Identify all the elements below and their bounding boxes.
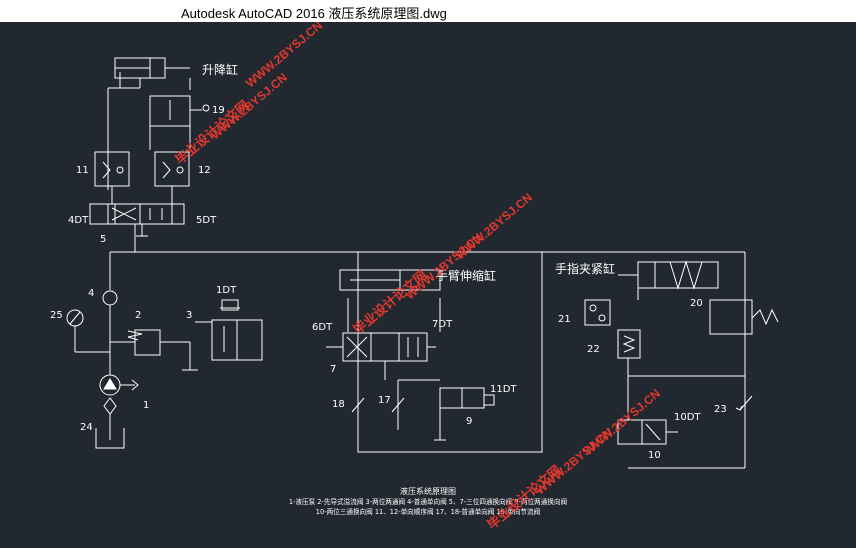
label-20: 20 [690,298,703,309]
check-valve-4 [102,290,118,375]
label-6dt: 6DT [312,322,333,333]
arm-circuit-frame [357,251,543,453]
label-10dt: 10DT [674,412,701,423]
finger-cylinder-symbol [618,260,719,300]
valve-20 [709,299,779,335]
label-11: 11 [76,165,89,176]
throttle-23 [735,395,753,411]
valve-3 [195,299,263,361]
label-24: 24 [80,422,93,433]
label-25: 25 [50,310,63,321]
pump-1 [95,374,139,449]
label-7: 7 [330,364,336,375]
label-17: 17 [378,395,391,406]
label-23: 23 [714,404,727,415]
legend-line-1: 1-液压泵 2-先导式溢流阀 3-两位两通阀 4-普通单向阀 5、7-三位四通换… [289,497,567,506]
check-valve-17 [391,380,405,430]
label-12: 12 [198,165,211,176]
arm-cylinder-label: 手臂伸缩缸 [436,268,496,283]
hydraulic-schematic: 升降缸 19 11 12 4DT 5DT 5 4 25 2 3 1DT 1 24… [50,18,779,532]
label-4dt: 4DT [68,215,89,226]
legend-line-2: 10-两位三通换向阀 11、12-单向顺序阀 17、18-普通单向阀 19-单向… [316,507,540,516]
directional-valve-7 [326,332,436,380]
label-5: 5 [100,234,106,245]
watermark-cn-2: 毕业设计论文网 [350,267,429,337]
label-18: 18 [332,399,345,410]
sequence-valve-11 [94,151,130,187]
label-7dt: 7DT [432,319,453,330]
label-11dt: 11DT [490,384,517,395]
lift-cylinder-label: 升降缸 [202,62,238,77]
relief-valve-2 [110,329,198,371]
lift-cylinder-symbol [107,57,191,190]
label-22: 22 [587,344,600,355]
arm-cylinder-symbol [339,269,441,332]
directional-valve-5 [89,203,185,237]
finger-cylinder-label: 手指夹紧缸 [555,261,615,276]
watermark-url-6: WWW.2BYSJ.CN [581,386,663,458]
label-10: 10 [648,450,661,461]
label-1: 1 [143,400,149,411]
label-19: 19 [212,105,225,116]
valve-9 [434,387,495,441]
label-1dt: 1DT [216,285,237,296]
legend-title: 液压系统原理图 [400,486,456,496]
title-bar: Autodesk AutoCAD 2016 液压系统原理图.dwg [0,0,856,22]
relief-22 [617,329,641,420]
label-4: 4 [88,288,94,299]
label-5dt: 5DT [196,215,217,226]
check-valve-18 [351,380,365,420]
valve-21 [584,299,611,326]
label-2: 2 [135,310,141,321]
throttle-valve-19 [149,95,210,150]
valve-10 [617,419,678,445]
label-21: 21 [558,314,571,325]
watermark-url-4: WWW.2BYSJ.CN [453,190,535,262]
label-3: 3 [186,310,192,321]
label-9: 9 [466,416,472,427]
window-title: Autodesk AutoCAD 2016 液压系统原理图.dwg [181,6,447,21]
pressure-gauge-25 [66,309,110,353]
drawing-canvas[interactable]: 升降缸 19 11 12 4DT 5DT 5 4 25 2 3 1DT 1 24… [0,18,856,544]
